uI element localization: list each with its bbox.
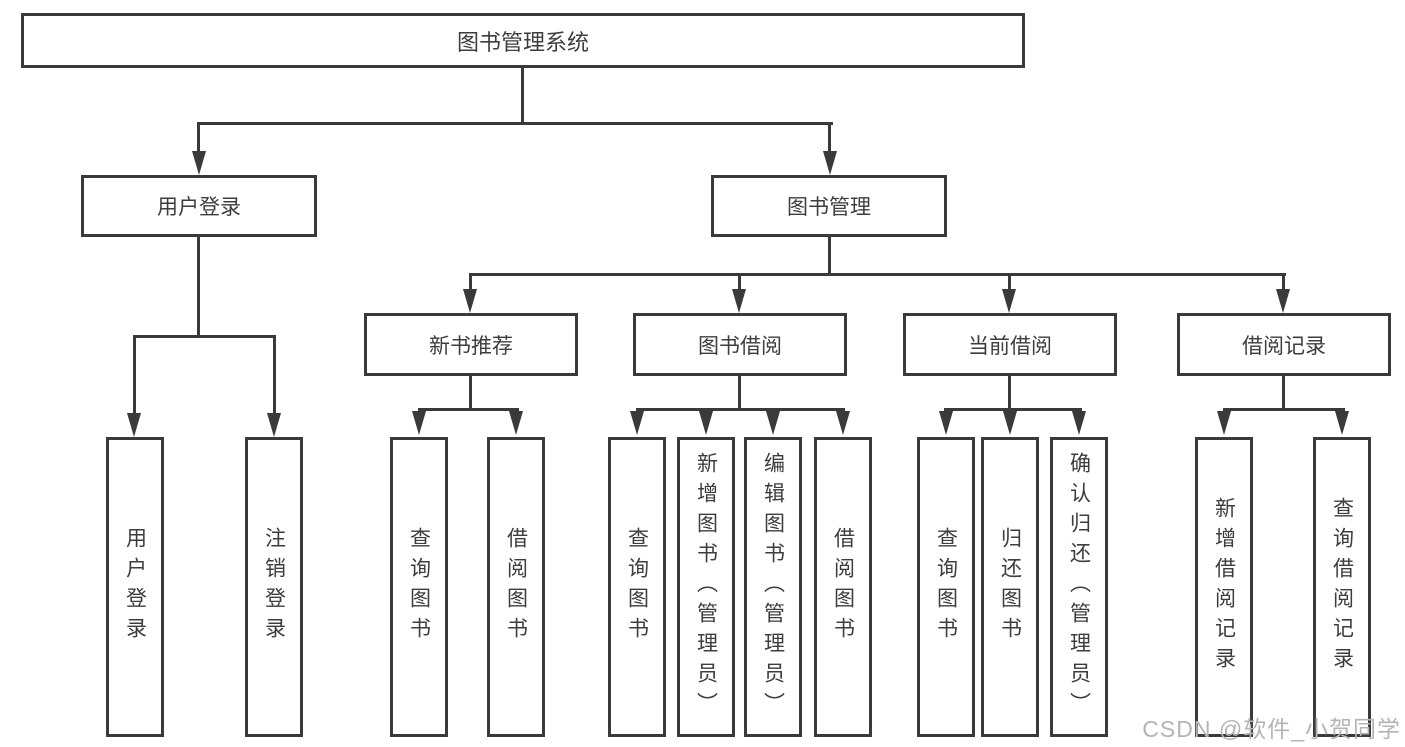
leaf-logout: 注销登录 [245,437,303,737]
arrow-down-icon [463,289,477,313]
arrow-down-icon [699,411,713,435]
connector-line [1282,376,1285,411]
connector-line [738,273,741,291]
leaf-confirm-return-admin: 确认归还（管理员） [1050,437,1108,737]
arrow-down-icon [509,411,523,435]
connector-line [636,408,845,411]
connector-line [828,122,831,155]
connector-line [1008,376,1011,411]
arrow-down-icon [1335,411,1349,435]
arrow-down-icon [192,151,206,175]
connector-line [273,335,276,414]
leaf-add-borrow-record: 新增借阅记录 [1195,437,1253,737]
arrow-down-icon [630,411,644,435]
connector-line [944,408,1082,411]
arrow-down-icon [127,413,141,437]
connector-line [469,376,472,411]
connector-line [521,68,524,125]
leaf-borrow-books-recommend: 借阅图书 [487,437,545,737]
connector-line [197,122,200,155]
leaf-query-books-current: 查询图书 [917,437,975,737]
connector-line [133,335,136,414]
leaf-user-login: 用户登录 [106,437,164,737]
arrow-down-icon [836,411,850,435]
leaf-query-books-recommend: 查询图书 [390,437,448,737]
arrow-down-icon [412,411,426,435]
arrow-down-icon [1217,411,1231,435]
connector-line [1223,408,1345,411]
node-book-borrow: 图书借阅 [633,313,847,376]
arrow-down-icon [1276,289,1290,313]
leaf-add-books-admin: 新增图书（管理员） [677,437,735,737]
node-borrow-records: 借阅记录 [1177,313,1391,376]
arrow-down-icon [732,289,746,313]
arrow-down-icon [267,413,281,437]
arrow-down-icon [766,411,780,435]
connector-line [197,122,833,125]
arrow-down-icon [1002,289,1016,313]
arrow-down-icon [939,411,953,435]
arrow-down-icon [1003,411,1017,435]
node-current-borrow: 当前借阅 [903,313,1117,376]
leaf-return-books: 归还图书 [981,437,1039,737]
leaf-query-books-borrow: 查询图书 [608,437,666,737]
leaf-borrow-books: 借阅图书 [814,437,872,737]
connector-line [828,237,831,276]
connector-line [1282,273,1285,291]
arrow-down-icon [1072,411,1086,435]
connector-line [738,376,741,411]
node-root-system: 图书管理系统 [21,13,1025,68]
node-user-login: 用户登录 [81,175,317,237]
leaf-edit-books-admin: 编辑图书（管理员） [744,437,802,737]
connector-line [469,273,1286,276]
connector-line [133,335,276,338]
arrow-down-icon [823,151,837,175]
connector-line [469,273,472,291]
node-new-book-recommend: 新书推荐 [364,313,578,376]
connector-line [197,237,200,338]
connector-line [1008,273,1011,291]
leaf-query-borrow-record: 查询借阅记录 [1313,437,1371,737]
node-book-management: 图书管理 [711,175,947,237]
connector-line [418,408,519,411]
